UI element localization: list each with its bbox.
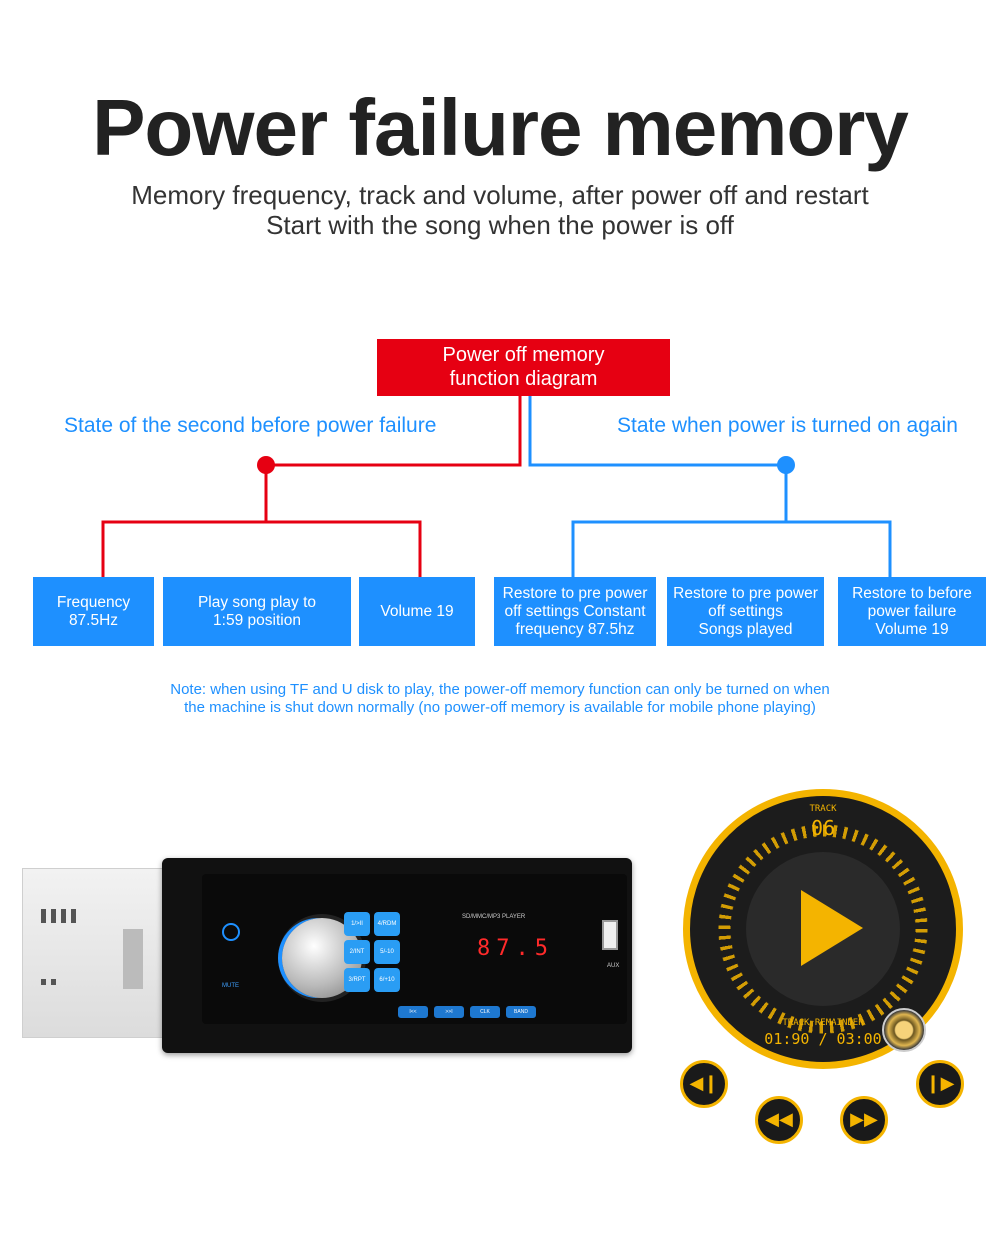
box-restore-songs: Restore to pre power off settings Songs …	[667, 577, 824, 646]
preset-button-1: 1/>II	[344, 912, 370, 936]
mute-label: MUTE	[222, 983, 239, 989]
right-junction-dot	[777, 456, 795, 474]
car-radio-image: MUTE 1/>II 4/RDM 2/INT 5/-10 3/RPT 6/+10…	[22, 838, 632, 1058]
radio-display: 87.5	[477, 936, 554, 961]
box-play-position: Play song play to 1:59 position	[163, 577, 351, 646]
right-state-label: State when power is turned on again	[617, 414, 958, 437]
preset-button-6: 6/+10	[374, 968, 400, 992]
preset-button-5: 5/-10	[374, 940, 400, 964]
rewind-icon: ◀◀	[755, 1096, 803, 1144]
subtitle-line-1: Memory frequency, track and volume, afte…	[131, 180, 869, 210]
box-frequency: Frequency 87.5Hz	[33, 577, 154, 646]
prev-control: I<<	[398, 1006, 428, 1018]
aux-label: AUX	[607, 963, 620, 969]
radio-panel	[202, 874, 627, 1024]
track-remainder-label: TRACK REMAINDER	[782, 1018, 864, 1028]
panel-label: SD/MMC/MP3 PLAYER	[462, 914, 526, 920]
note-line-2: the machine is shut down normally (no po…	[184, 699, 816, 716]
box-restore-frequency: Restore to pre power off settings Consta…	[494, 577, 656, 646]
box-volume: Volume 19	[359, 577, 475, 646]
fast-forward-icon: ▶▶	[840, 1096, 888, 1144]
skip-next-icon: ❙▶	[916, 1060, 964, 1108]
gold-knob-icon	[882, 1008, 926, 1052]
play-icon	[801, 890, 863, 966]
note-line-1: Note: when using TF and U disk to play, …	[170, 681, 830, 698]
box-restore-volume: Restore to before power failure Volume 1…	[838, 577, 986, 646]
track-time: 01:90 / 03:00	[764, 1030, 882, 1048]
next-control: >>I	[434, 1006, 464, 1018]
track-number: 06	[810, 816, 836, 840]
power-mode-icon	[222, 923, 240, 941]
disc-center	[746, 852, 900, 1006]
track-label: TRACK	[809, 804, 837, 814]
preset-button-2: 2/INT	[344, 940, 370, 964]
preset-button-3: 3/RPT	[344, 968, 370, 992]
usb-port-icon	[602, 920, 618, 950]
skip-previous-icon: ◀❙	[680, 1060, 728, 1108]
subtitle-line-2: Start with the song when the power is of…	[266, 210, 734, 240]
preset-button-4: 4/RDM	[374, 912, 400, 936]
clock-control: CLK	[470, 1006, 500, 1018]
left-state-label: State of the second before power failure	[64, 414, 437, 437]
band-control: BAND	[506, 1006, 536, 1018]
diagram-heading: Power off memory function diagram	[377, 339, 670, 396]
left-junction-dot	[257, 456, 275, 474]
page-title: Power failure memory	[92, 83, 909, 172]
